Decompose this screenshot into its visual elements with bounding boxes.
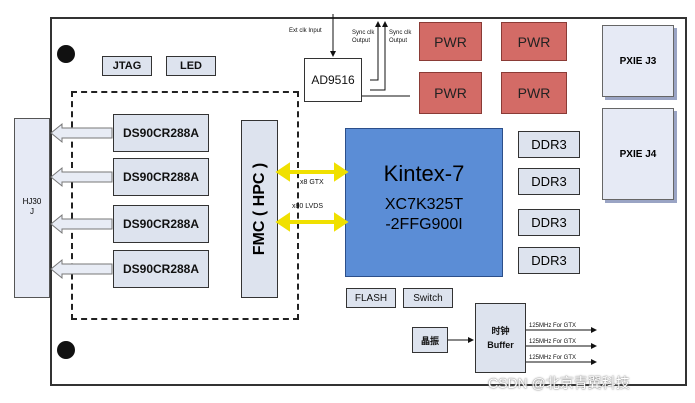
switch-chip: Switch — [403, 288, 453, 308]
mounting-hole-bottom — [57, 341, 75, 359]
ds90-chip-4: DS90CR288A — [113, 250, 209, 288]
mounting-hole-top — [57, 45, 75, 63]
ds90-chip-3: DS90CR288A — [113, 205, 209, 243]
fpga-name: Kintex-7 — [383, 161, 465, 186]
jtag-box: JTAG — [102, 56, 152, 76]
ddr3-chip-4: DDR3 — [518, 247, 580, 274]
pwr-block-4: PWR — [501, 72, 567, 114]
watermark: CSDN @北京青翼科技 — [488, 375, 630, 391]
fmc-fpga-links — [275, 162, 349, 232]
fmc-connector: FMC ( HPC ) — [241, 120, 278, 298]
ds90-chip-2: DS90CR288A — [113, 158, 209, 196]
sync-clk-label-2: Sync clk Output — [389, 30, 412, 44]
fpga-kintex7: Kintex-7 XC7K325T -2FFG900I — [345, 128, 503, 277]
pxie-j4-connector: PXIE J4 — [602, 108, 674, 200]
ad9516-chip: AD9516 — [304, 58, 362, 102]
crystal-oscillator: 晶振 — [412, 327, 448, 353]
pwr-block-3: PWR — [419, 72, 482, 114]
lvds-region — [71, 91, 299, 320]
ddr3-chip-3: DDR3 — [518, 209, 580, 236]
flash-chip: FLASH — [346, 288, 396, 308]
gtx-clk-label-2: 125MHz For GTX — [529, 339, 577, 345]
lvds-output-arrows — [50, 122, 113, 280]
fpga-part2: -2FFG900I — [385, 216, 463, 233]
ds90-chip-1: DS90CR288A — [113, 114, 209, 152]
ext-clk-label: Ext clk Input — [289, 28, 322, 34]
lvds-link-label: x80 LVDS — [292, 203, 323, 210]
gtx-clk-label-3: 125MHz For GTX — [529, 355, 577, 361]
sync-clk-label-1: Sync clk Output — [352, 30, 375, 44]
gtx-clk-label-1: 125MHz For GTX — [529, 323, 577, 329]
fpga-part1: XC7K325T — [384, 196, 464, 213]
gtx-link-label: x8 GTX — [300, 179, 324, 186]
pwr-block-1: PWR — [419, 22, 482, 61]
ddr3-chip-2: DDR3 — [518, 168, 580, 195]
clock-buffer: 时钟 Buffer — [475, 303, 526, 373]
ddr3-chip-1: DDR3 — [518, 131, 580, 158]
hj30-connector: HJ30 J — [14, 118, 50, 298]
led-box: LED — [166, 56, 216, 76]
pwr-block-2: PWR — [501, 22, 567, 61]
pxie-j3-connector: PXIE J3 — [602, 25, 674, 97]
